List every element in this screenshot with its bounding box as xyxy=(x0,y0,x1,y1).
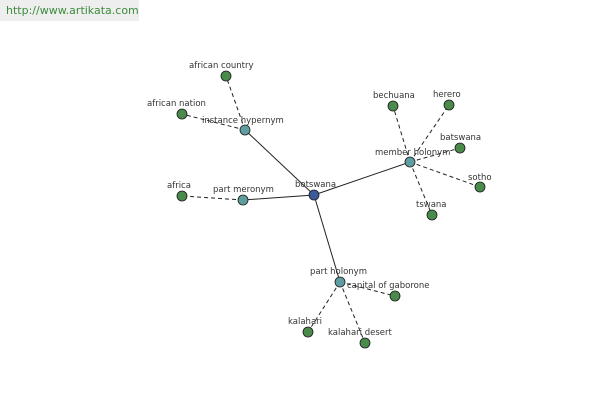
node-africa[interactable] xyxy=(176,190,188,202)
edge-member-holonym-to-batswana xyxy=(409,147,461,163)
edge-part-holonym-to-kalahari-desert xyxy=(339,281,366,344)
node-batswana[interactable] xyxy=(454,142,466,154)
node-label-instance-hypernym: instance hypernym xyxy=(202,116,284,126)
edge-member-holonym-to-sotho xyxy=(409,161,481,188)
node-tswana[interactable] xyxy=(426,209,438,221)
edge-member-holonym-to-herero xyxy=(409,104,450,163)
node-capital-of-gaborone[interactable] xyxy=(389,290,401,302)
edge-botswana-to-member-holonym xyxy=(313,161,411,196)
edge-instance-hypernym-to-african-nation xyxy=(181,113,246,131)
edge-part-holonym-to-kalahari xyxy=(307,281,341,333)
node-botswana[interactable] xyxy=(308,189,320,201)
node-label-kalahari: kalahari xyxy=(288,317,322,327)
node-label-bechuana: bechuana xyxy=(373,91,415,101)
node-label-member-holonym: member holonym xyxy=(375,148,450,158)
edge-botswana-to-part-holonym xyxy=(313,194,341,283)
node-member-holonym[interactable] xyxy=(404,156,416,168)
node-label-african-nation: african nation xyxy=(147,99,206,109)
node-label-batswana: batswana xyxy=(440,133,481,143)
node-label-herero: herero xyxy=(433,90,461,100)
edge-member-holonym-to-bechuana xyxy=(392,105,411,163)
nodes-layer xyxy=(176,70,486,349)
labels-layer: botswana instance hypernym member holonym p… xyxy=(147,61,492,338)
node-label-tswana: tswana xyxy=(416,200,447,210)
node-label-kalahari-desert: kalahari desert xyxy=(328,328,392,338)
node-african-nation[interactable] xyxy=(176,108,188,120)
node-bechuana[interactable] xyxy=(387,100,399,112)
node-part-meronym[interactable] xyxy=(237,194,249,206)
edge-botswana-to-part-meronym xyxy=(242,194,315,201)
edge-part-meronym-to-africa xyxy=(181,195,244,201)
edge-part-holonym-to-capital-of-gaborone xyxy=(339,281,396,297)
node-label-part-meronym: part meronym xyxy=(213,185,274,195)
edges-layer xyxy=(181,75,481,344)
node-herero[interactable] xyxy=(443,99,455,111)
node-instance-hypernym[interactable] xyxy=(239,124,251,136)
edge-instance-hypernym-to-african-country xyxy=(225,75,246,131)
node-sotho[interactable] xyxy=(474,181,486,193)
source-url-link[interactable]: http://www.artikata.com xyxy=(0,0,139,21)
node-label-capital-of-gaborone: capital of gaborone xyxy=(347,281,429,291)
node-label-african-country: african country xyxy=(189,61,254,71)
node-label-africa: africa xyxy=(167,181,191,191)
node-label-sotho: sotho xyxy=(468,173,492,183)
node-african-country[interactable] xyxy=(220,70,232,82)
edge-botswana-to-instance-hypernym xyxy=(244,129,315,196)
node-kalahari-desert[interactable] xyxy=(359,337,371,349)
node-label-part-holonym: part holonym xyxy=(310,267,367,277)
edge-member-holonym-to-tswana xyxy=(409,161,433,216)
node-kalahari[interactable] xyxy=(302,326,314,338)
node-label-botswana: botswana xyxy=(295,180,336,190)
node-part-holonym[interactable] xyxy=(334,276,346,288)
